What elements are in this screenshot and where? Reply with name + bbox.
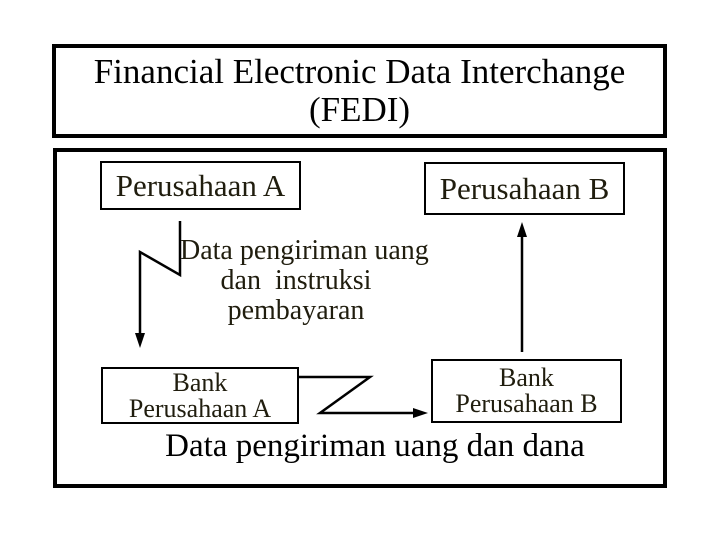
flow-label-instruction-line1: Data pengiriman uang	[180, 235, 429, 266]
node-bank-a-label-line2: Perusahaan A	[128, 393, 272, 423]
slide-title-line2: (FEDI)	[308, 90, 411, 129]
node-perusahaan-b: Perusahaan B	[424, 162, 625, 215]
node-bank-a-label-line1: Bank	[172, 367, 228, 397]
node-bank-b: Bank Perusahaan B	[431, 359, 622, 423]
diagram-frame	[53, 148, 667, 488]
node-bank-a: Bank Perusahaan A	[101, 367, 299, 424]
node-perusahaan-b-label: Perusahaan B	[439, 170, 610, 206]
flow-label-instruction-line3: pembayaran	[227, 295, 365, 326]
node-bank-b-label-line2: Perusahaan B	[455, 389, 598, 418]
node-bank-b-label-line1: Bank	[499, 363, 554, 392]
node-perusahaan-a: Perusahaan A	[100, 161, 301, 210]
flow-label-instruction: Data pengiriman uang dan instruksi pemba…	[180, 235, 429, 326]
slide-title-line1: Financial Electronic Data Interchange	[93, 52, 626, 91]
flow-label-bottom: Data pengiriman uang dan dana	[165, 428, 585, 464]
node-perusahaan-a-label: Perusahaan A	[115, 167, 286, 203]
title-box: Financial Electronic Data Interchange (F…	[52, 44, 667, 138]
flow-label-instruction-line2: dan instruksi	[220, 265, 372, 296]
